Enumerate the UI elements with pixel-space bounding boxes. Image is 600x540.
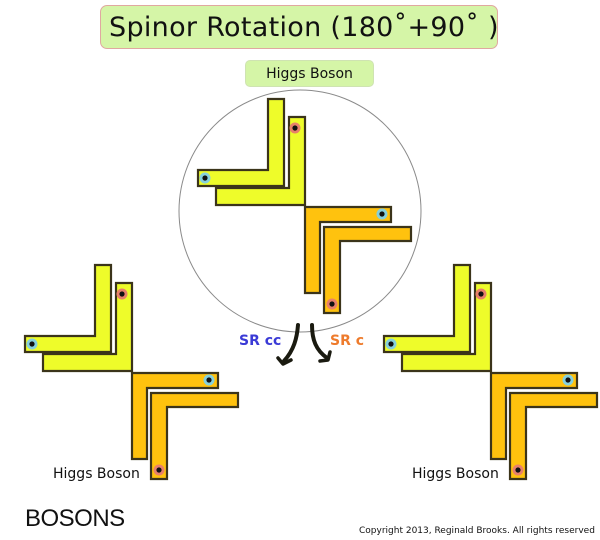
blue-pin-icon-core [206, 377, 212, 383]
orange-front-piece [489, 371, 579, 461]
yellow-front-piece [196, 97, 286, 188]
red-pin-icon-core [119, 291, 125, 297]
counter-clockwise-arrow-icon [282, 323, 300, 363]
clockwise-arrowhead-icon [318, 350, 332, 363]
spinor-group-left [23, 263, 240, 481]
sr-cc-label: SR cc [239, 333, 282, 349]
orange-back-piece [149, 391, 240, 481]
rotation-circle [178, 89, 422, 333]
red-pin-icon-core [478, 291, 484, 297]
red-pin-icon-core [292, 125, 298, 131]
yellow-front-piece [23, 263, 113, 354]
orange-back-piece [322, 225, 413, 315]
spinor-group-center [196, 97, 413, 315]
red-pin-icon-core [156, 467, 162, 473]
spinor-group-right [382, 263, 599, 481]
sr-c-label: SR c [330, 333, 365, 349]
higgs-boson-label: Higgs Boson [266, 65, 353, 82]
orange-front-piece [303, 205, 393, 295]
blue-pin-icon-core [29, 341, 35, 347]
orange-back-piece [508, 391, 599, 481]
higgs-boson-label-box: Higgs Boson [245, 60, 374, 87]
left-group-caption: Higgs Boson [53, 466, 140, 482]
blue-pin-icon-core [388, 341, 394, 347]
blue-pin-icon-core [202, 175, 208, 181]
red-pin-icon-core [329, 301, 335, 307]
counter-clockwise-arrowhead-icon [276, 356, 293, 366]
blue-pin-icon-core [565, 377, 571, 383]
title-banner: Spinor Rotation (180˚+90˚ ) [100, 5, 499, 49]
yellow-front-piece [382, 263, 472, 354]
clockwise-arrow-icon [310, 323, 329, 360]
copyright-text: Copyright 2013, Reginald Brooks. All rig… [359, 526, 595, 536]
orange-front-piece [130, 371, 220, 461]
red-pin-icon-core [515, 467, 521, 473]
bosons-heading: BOSONS [25, 505, 125, 532]
right-group-caption: Higgs Boson [412, 466, 499, 482]
title-text: Spinor Rotation (180˚+90˚ ) [109, 11, 499, 43]
blue-pin-icon-core [379, 211, 385, 217]
